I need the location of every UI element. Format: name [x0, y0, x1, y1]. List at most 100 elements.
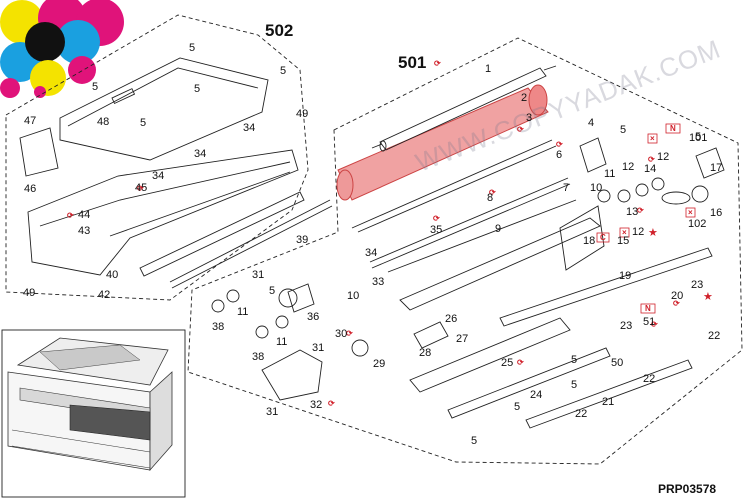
part-label: 15 — [617, 235, 629, 247]
frame-part-19 — [399, 217, 601, 311]
group-501-boundary — [187, 37, 743, 465]
part-label: 5 — [620, 124, 626, 136]
part-label: 5 — [514, 401, 520, 413]
part-label: 46 — [24, 183, 36, 195]
new-part-marker: N — [665, 123, 681, 134]
part-label: 32 — [310, 399, 322, 411]
part-label: 22 — [575, 408, 587, 420]
part-label: 42 — [98, 289, 110, 301]
reuse-arrows-icon: ⟳ — [651, 320, 658, 329]
part-label: 30 — [335, 328, 347, 340]
part-label: 34 — [152, 170, 164, 182]
frame-side-bracket — [19, 127, 59, 177]
shaft-part-9 — [387, 199, 577, 273]
part-label: 10 — [347, 290, 359, 302]
frame-lower-tray — [27, 149, 299, 276]
part-label: 49 — [296, 108, 308, 120]
auger-part-3 — [351, 139, 557, 233]
svg-text:C: C — [600, 233, 606, 242]
part-label: 6 — [556, 149, 562, 161]
frame-upper-plate — [59, 57, 269, 161]
reuse-arrows-icon: ⟳ — [433, 214, 440, 223]
part-label: 12 — [632, 226, 644, 238]
part-label: 21 — [602, 396, 614, 408]
part-label: 26 — [445, 313, 457, 325]
side-plate-right — [559, 205, 605, 271]
part-label: 11 — [276, 336, 287, 348]
part-label: 23 — [691, 279, 703, 291]
part-label: 25 — [501, 357, 513, 369]
reuse-arrows-icon: ⟳ — [517, 358, 524, 367]
reuse-arrows-icon: ⟳ — [556, 140, 563, 149]
part-label: 48 — [97, 116, 109, 128]
new-part-marker: N — [640, 303, 656, 314]
part-label: 34 — [365, 247, 377, 259]
part-label: 40 — [106, 269, 118, 281]
part-label: 23 — [620, 320, 632, 332]
part-label: 11 — [237, 306, 248, 318]
part-label: 10 — [590, 182, 602, 194]
frame-rail-39 — [169, 199, 333, 289]
part-label: 22 — [708, 330, 720, 342]
svg-text:×: × — [650, 134, 655, 143]
assembly-label-501: 501 — [398, 53, 426, 72]
part-label: 31 — [266, 406, 278, 418]
part-label: 38 — [212, 321, 224, 333]
part-label: 2 — [521, 92, 527, 104]
part-label: 5 — [194, 83, 200, 95]
part-label: 22 — [643, 373, 655, 385]
part-label: 101 — [689, 132, 707, 144]
reuse-arrows-icon: ⟳ — [67, 211, 74, 220]
rail-part-24 — [447, 347, 611, 419]
reuse-arrows-icon: ⟳ — [489, 188, 496, 197]
part-label: 9 — [495, 223, 501, 235]
part-label: 3 — [526, 112, 532, 124]
shaft-part-8 — [369, 177, 571, 269]
reuse-arrows-icon: ⟳ — [648, 155, 655, 164]
part-label: 33 — [372, 276, 384, 288]
part-label: 34 — [243, 122, 255, 134]
part-label: 20 — [671, 290, 683, 302]
bracket-part-25 — [409, 317, 571, 393]
reuse-arrows-icon: ⟳ — [637, 206, 644, 215]
part-label: 28 — [419, 347, 431, 359]
part-label: 14 — [644, 163, 656, 175]
reuse-arrows-icon: ⟳ — [673, 299, 680, 308]
belt-part-102 — [661, 191, 691, 205]
part-label: 12 — [657, 151, 669, 163]
part-label: 1 — [485, 63, 491, 75]
bracket-part-17 — [695, 147, 725, 179]
svg-text:×: × — [688, 208, 693, 217]
circle-marker: C — [596, 232, 610, 243]
gears — [211, 177, 709, 357]
part-label: 5 — [471, 435, 477, 447]
highlighted-roller-part-2 — [336, 84, 549, 201]
part-label: 13 — [626, 206, 638, 218]
guide-part-28 — [413, 321, 449, 349]
part-label: 34 — [194, 148, 206, 160]
part-label: 7 — [563, 182, 569, 194]
reuse-arrows-icon: ⟳ — [328, 399, 335, 408]
star-marker: ★ — [703, 290, 713, 303]
part-label: 43 — [78, 225, 90, 237]
part-label: 47 — [24, 115, 36, 127]
svg-text:N: N — [670, 124, 676, 133]
cross-marker: × — [619, 227, 630, 238]
part-label: 44 — [78, 209, 90, 221]
bracket-part-32 — [261, 349, 323, 401]
part-label: 31 — [312, 342, 324, 354]
part-label: 5 — [280, 65, 286, 77]
part-label: 5 — [269, 285, 275, 297]
part-label: 19 — [619, 270, 631, 282]
part-label: 11 — [604, 168, 615, 180]
part-label: 35 — [430, 224, 442, 236]
part-label: 45 — [135, 182, 147, 194]
cross-marker: × — [685, 207, 696, 218]
part-label: 12 — [622, 161, 634, 173]
part-labels: 1 2 3 4 6 7 8 9 10 10 11 11 11 12 12 12 … — [23, 42, 722, 447]
part-label: 39 — [296, 234, 308, 246]
copier-machine-illustration — [7, 337, 173, 472]
part-label: 5 — [571, 354, 577, 366]
part-label: 8 — [487, 192, 493, 204]
